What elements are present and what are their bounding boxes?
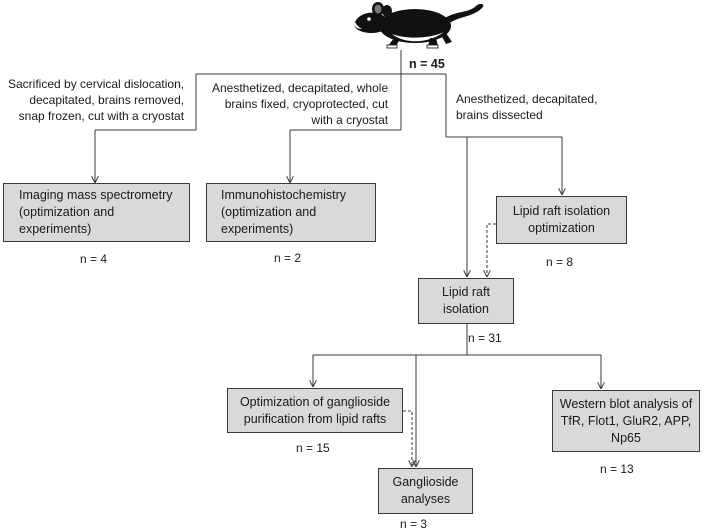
- box-ganglioside-analyses: Ganglioside analyses: [378, 468, 473, 514]
- box-lipid-raft-isolation: Lipid raft isolation: [418, 278, 514, 324]
- n-opt: n = 8: [546, 255, 574, 269]
- n-raft: n = 31: [468, 331, 502, 345]
- branch-label-ihc: Anesthetized, decapitated, whole brains …: [212, 81, 389, 127]
- n-gang: n = 3: [400, 517, 428, 531]
- branch-label-ims: Sacrificed by cervical dislocation, deca…: [8, 77, 185, 123]
- box-text: Western blot analysis of TfR, Flot1, Glu…: [559, 396, 693, 445]
- box-text: Immunohistochemistry (optimization and e…: [221, 188, 347, 236]
- box-ganglioside-purification-optimization: Optimization of ganglioside purification…: [227, 388, 403, 433]
- box-text: Imaging mass spectrometry (optimization …: [19, 188, 173, 236]
- box-text: Ganglioside analyses: [392, 475, 459, 506]
- n-ihc: n = 2: [274, 251, 302, 265]
- n-wb: n = 13: [600, 462, 634, 476]
- n-gopt: n = 15: [296, 441, 330, 455]
- n-ims: n = 4: [80, 252, 108, 266]
- n-total-label: n = 45: [409, 57, 445, 71]
- mouse-icon: [354, 2, 484, 49]
- box-immunohistochemistry: Immunohistochemistry (optimization and e…: [206, 183, 376, 242]
- box-text: Lipid raft isolation optimization: [512, 204, 611, 235]
- box-western-blot: Western blot analysis of TfR, Flot1, Glu…: [552, 390, 700, 452]
- box-text: Lipid raft isolation: [442, 285, 490, 316]
- branch-label-lipid: Anesthetized, decapitated, brains dissec…: [456, 92, 598, 122]
- box-imaging-mass-spectrometry: Imaging mass spectrometry (optimization …: [3, 183, 190, 242]
- box-lipid-raft-isolation-optimization: Lipid raft isolation optimization: [496, 196, 627, 244]
- box-text: Optimization of ganglioside purification…: [239, 394, 391, 426]
